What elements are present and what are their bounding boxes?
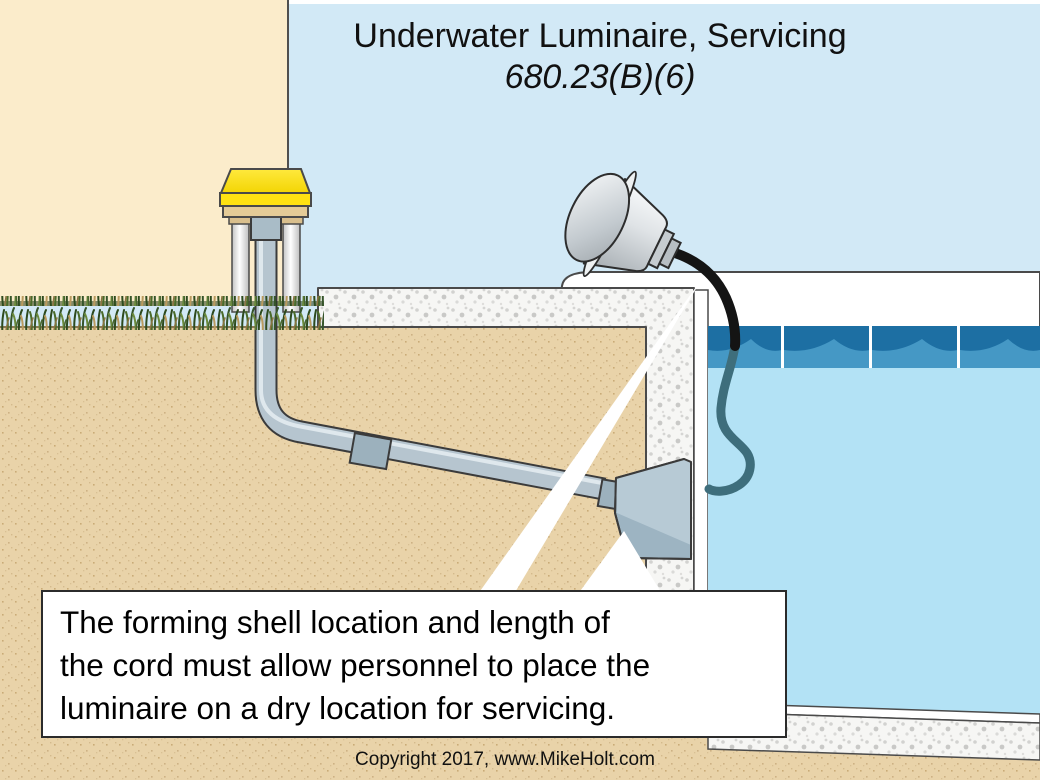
- luminaire-cord-grip: [658, 237, 682, 270]
- pool-water: [708, 368, 1040, 714]
- forming-shell: [614, 458, 692, 560]
- luminaire: [564, 170, 682, 277]
- junction-box-band: [219, 192, 312, 207]
- cord: [667, 247, 741, 351]
- grass: [0, 296, 324, 330]
- callout-box: The forming shell location and length of…: [41, 590, 787, 738]
- conduit-hub: [250, 213, 282, 241]
- waterline-tile-band: [708, 326, 1040, 368]
- callout-line-2: the cord must allow personnel to place t…: [60, 647, 651, 683]
- title-line-1: Underwater Luminaire, Servicing: [353, 17, 847, 55]
- callout-line-1: The forming shell location and length of: [60, 604, 610, 640]
- junction-box: [219, 168, 312, 313]
- luminaire-lens: [564, 172, 631, 263]
- callout-line-3: luminaire on a dry location for servicin…: [60, 690, 616, 726]
- leader-line-luminaire: [478, 277, 703, 594]
- slide-top-edge: [286, 0, 1040, 4]
- conduit-coupling: [348, 431, 393, 471]
- copyright-notice: Copyright 2017, www.MikeHolt.com: [355, 749, 655, 770]
- title-code-reference: 680.23(B)(6): [504, 58, 696, 96]
- leader-line-forming-shell: [578, 531, 662, 594]
- cord-underwater: [704, 341, 755, 496]
- page-title: Underwater Luminaire, Servicing 680.23(B…: [260, 16, 940, 98]
- junction-box-cover: [219, 168, 312, 194]
